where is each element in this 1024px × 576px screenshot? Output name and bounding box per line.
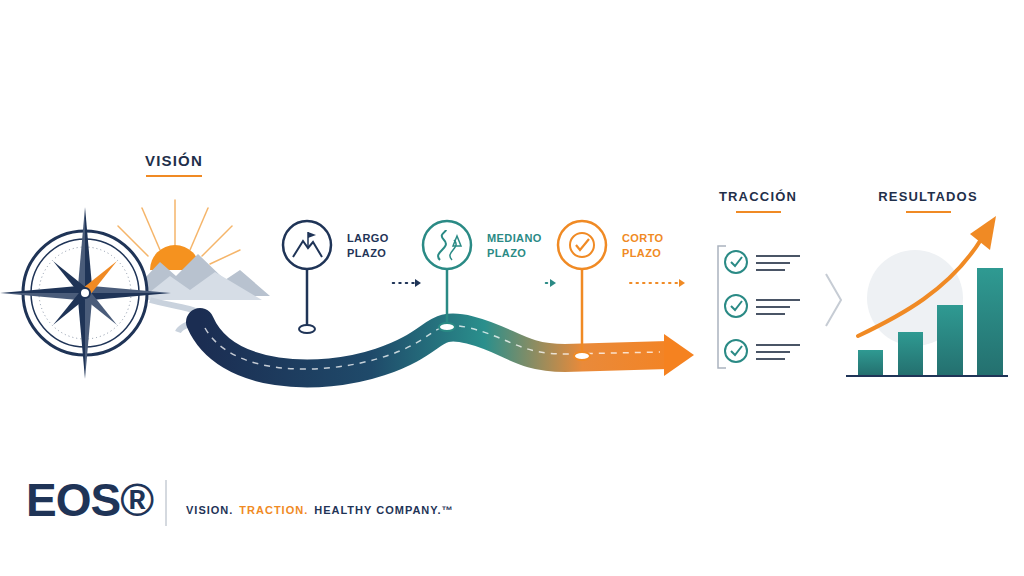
pin-label: LARGO PLAZO [347,231,389,261]
logo-text: EOS® [26,474,153,527]
section-heading: TRACCIÓN [719,190,797,205]
pin-label: CORTO PLAZO [622,231,664,261]
dotted-arrow [546,279,556,287]
tagline: TRACTION. [239,504,308,517]
bar-chart [846,216,1008,376]
logo-divider [166,480,167,526]
tagline: HEALTHY COMPANY.™ [314,504,453,517]
compass [0,207,171,379]
checklist [718,246,800,368]
road [200,322,694,376]
milestone-pin: CORTO PLAZO [558,221,666,293]
milestone-pin: MEDIANO PLAZO [423,221,544,293]
tagline: VISION. [186,504,233,517]
dotted-arrow [630,279,685,287]
pin-label: MEDIANO PLAZO [487,231,542,261]
heading-underline [146,176,951,212]
section-heading: VISIÓN [145,152,203,169]
section-heading: RESULTADOS [878,190,978,205]
pin-marker [283,221,606,360]
milestone-pin: LARGO PLAZO [283,221,391,293]
dotted-arrow [393,279,421,287]
chevron [826,274,841,326]
